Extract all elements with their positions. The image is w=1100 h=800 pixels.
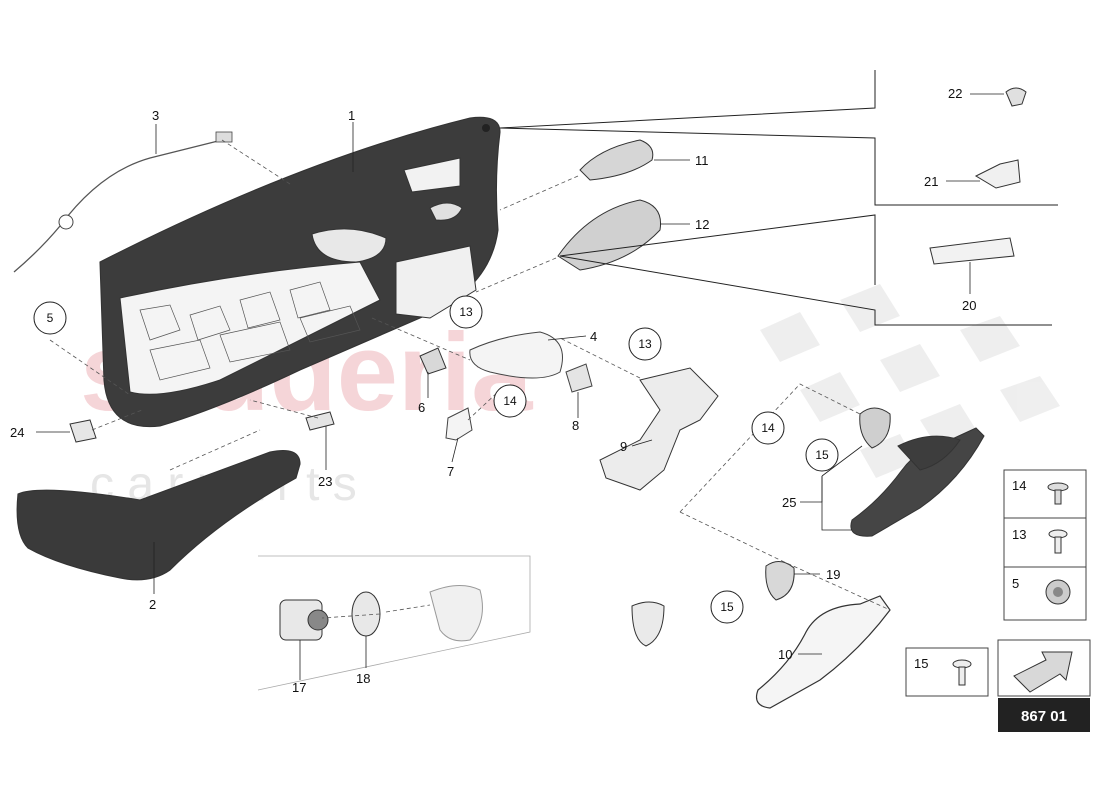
circled-callout-15b: 15 — [710, 590, 744, 624]
fastener-legend: 14 13 5 15 — [905, 469, 1087, 697]
clip-part-6 — [419, 347, 447, 375]
callout-10: 10 — [778, 647, 792, 662]
callout-8: 8 — [572, 418, 579, 433]
switch-part-8 — [565, 363, 593, 393]
connector-21 — [974, 159, 1021, 189]
speaker-grille-12 — [557, 199, 662, 271]
callout-18: 18 — [356, 671, 370, 686]
clip-part-23 — [305, 411, 335, 431]
svg-text:13: 13 — [459, 305, 473, 319]
circled-callout-5: 5 — [33, 301, 67, 335]
callout-3: 3 — [152, 108, 159, 123]
trim-strip-25 — [850, 427, 985, 537]
callout-1: 1 — [348, 108, 355, 123]
speaker-group — [257, 555, 665, 691]
callout-11: 11 — [695, 153, 709, 168]
door-trim-panel — [99, 116, 501, 428]
screw-icon-13 — [1048, 529, 1068, 554]
callout-22: 22 — [948, 86, 962, 101]
callout-23: 23 — [318, 474, 332, 489]
callout-17: 17 — [292, 680, 306, 695]
legend-13: 13 — [1012, 527, 1026, 542]
led-strip-20 — [929, 237, 1015, 265]
svg-text:15: 15 — [720, 600, 734, 614]
svg-text:13: 13 — [638, 337, 652, 351]
callout-12: 12 — [695, 217, 709, 232]
callout-24: 24 — [10, 425, 24, 440]
inset-frames — [499, 70, 1058, 326]
legend-5: 5 — [1012, 576, 1019, 591]
door-release-cable — [13, 131, 233, 273]
circled-callout-15a: 15 — [805, 438, 839, 472]
circled-callout-13b: 13 — [628, 327, 662, 361]
svg-text:5: 5 — [47, 311, 54, 325]
callout-25: 25 — [782, 495, 796, 510]
svg-text:14: 14 — [761, 421, 775, 435]
page-code: 867 01 — [1021, 708, 1067, 725]
clip-icon-5 — [1045, 579, 1071, 605]
callout-19: 19 — [826, 567, 840, 582]
circled-callout-13a: 13 — [449, 295, 483, 329]
armrest-pad — [16, 449, 301, 581]
legend-15: 15 — [914, 656, 928, 671]
leader-lines — [36, 93, 1004, 680]
screw-icon-14 — [1047, 482, 1069, 505]
callout-6: 6 — [418, 400, 425, 415]
legend-14: 14 — [1012, 478, 1026, 493]
clip-22 — [1005, 87, 1027, 107]
handle-bracket-9 — [599, 367, 719, 491]
trim-strip-10 — [755, 595, 891, 709]
callout-21: 21 — [924, 174, 938, 189]
screw-icon-15 — [952, 659, 972, 686]
callout-4: 4 — [590, 329, 597, 344]
trim-bezel-25 — [897, 435, 961, 471]
assembly-lines — [49, 139, 891, 619]
speaker-grille-11 — [579, 139, 654, 181]
callout-7: 7 — [447, 464, 454, 479]
svg-text:14: 14 — [503, 394, 517, 408]
arrow-icon — [1013, 651, 1073, 693]
callout-2: 2 — [149, 597, 156, 612]
circled-callout-14a: 14 — [493, 384, 527, 418]
clip-part-24 — [69, 419, 97, 443]
tweeter-bracket-19 — [765, 561, 795, 601]
page-code-box: 867 01 — [997, 639, 1091, 732]
callout-20: 20 — [962, 298, 976, 313]
circled-callout-14b: 14 — [751, 411, 785, 445]
bracket-part-7 — [445, 407, 473, 441]
tweeter-bracket-upper — [859, 407, 891, 449]
callout-9: 9 — [620, 439, 627, 454]
svg-text:15: 15 — [815, 448, 829, 462]
inner-door-handle — [469, 331, 563, 379]
